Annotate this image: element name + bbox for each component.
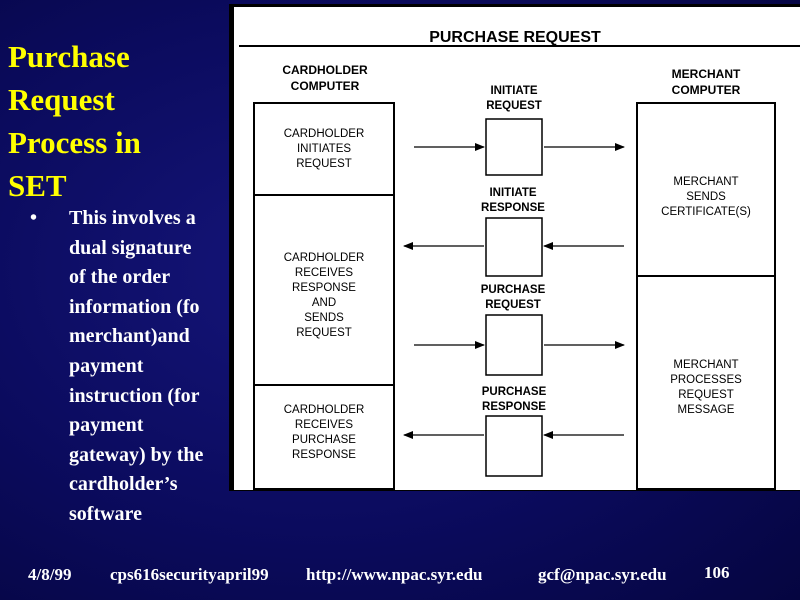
footer-course: cps616securityapril99 <box>110 565 269 584</box>
merchant-column <box>636 102 776 490</box>
message-label: INITIATE <box>490 85 537 97</box>
bullet-line: payment <box>69 414 144 437</box>
message-box-purchase-response <box>485 415 543 477</box>
purchase-request-figure: PURCHASE REQUEST CARDHOLDER COMPUTER MER… <box>229 4 800 491</box>
message-label: RESPONSE <box>481 202 545 214</box>
message-label: RESPONSE <box>482 401 546 413</box>
right-box-text: MESSAGE <box>678 404 735 416</box>
bullet-line: gateway) by the <box>69 443 204 466</box>
bullet-line: of the order <box>69 266 171 289</box>
figure-heading: PURCHASE REQUEST <box>429 29 601 46</box>
title-line: Purchase <box>8 39 130 74</box>
right-box-text: REQUEST <box>678 389 734 401</box>
cardholder-column <box>253 102 395 490</box>
bullet-line: dual signature <box>69 236 192 259</box>
left-box-text: REQUEST <box>296 158 352 170</box>
bullet-line: software <box>69 502 142 525</box>
title-line: Request <box>8 82 115 117</box>
left-box-text: SENDS <box>304 312 344 324</box>
bullet-line: This involves a <box>69 207 196 229</box>
left-box-text: RECEIVES <box>295 267 353 279</box>
footer-page-number: 106 <box>704 563 730 582</box>
bullet-text: This involves a dual signature of the or… <box>69 204 289 530</box>
left-box-text: CARDHOLDER <box>284 128 365 140</box>
left-box-text: INITIATES <box>297 143 351 155</box>
message-box-purchase-request <box>485 314 543 376</box>
left-box-text: CARDHOLDER <box>284 404 365 416</box>
message-label: REQUEST <box>485 299 541 311</box>
right-box-text: SENDS <box>686 191 726 203</box>
message-label: PURCHASE <box>482 386 547 398</box>
left-box-text: CARDHOLDER <box>284 252 365 264</box>
left-box-text: REQUEST <box>296 327 352 339</box>
title-line: SET <box>8 168 67 203</box>
left-box-text: RESPONSE <box>292 282 356 294</box>
footer-url[interactable]: http://www.npac.syr.edu <box>306 565 483 584</box>
right-box-text: MERCHANT <box>673 359 738 371</box>
bullet-line: instruction (for <box>69 384 200 407</box>
diagram-svg: PURCHASE REQUEST CARDHOLDER COMPUTER MER… <box>234 7 800 490</box>
left-header-line: COMPUTER <box>291 79 360 93</box>
bullet-line: payment <box>69 354 144 377</box>
right-header-line: MERCHANT <box>672 67 741 81</box>
right-box-text: CERTIFICATE(S) <box>661 206 751 218</box>
left-box-text: PURCHASE <box>292 434 356 446</box>
message-label: REQUEST <box>486 100 542 112</box>
bullet-line: cardholder’s <box>69 473 178 496</box>
bullet-line: information (fo <box>69 295 200 318</box>
footer-email[interactable]: gcf@npac.syr.edu <box>538 565 667 584</box>
bullet-icon: • <box>30 207 38 229</box>
slide-title: Purchase Request Process in SET <box>8 35 233 207</box>
left-box-text: RESPONSE <box>292 449 356 461</box>
right-box-text: MERCHANT <box>673 176 738 188</box>
left-box-text: AND <box>312 297 336 309</box>
footer-date: 4/8/99 <box>28 565 72 584</box>
message-label: PURCHASE <box>481 284 546 296</box>
left-header-line: CARDHOLDER <box>282 63 368 77</box>
right-header-line: COMPUTER <box>672 83 741 97</box>
message-label: INITIATE <box>489 187 536 199</box>
message-box-initiate-request <box>485 118 543 176</box>
right-box-text: PROCESSES <box>670 374 742 386</box>
title-line: Process in <box>8 125 141 160</box>
bullet-line: merchant)and <box>69 325 190 348</box>
left-box-text: RECEIVES <box>295 419 353 431</box>
message-box-initiate-response <box>485 217 543 277</box>
